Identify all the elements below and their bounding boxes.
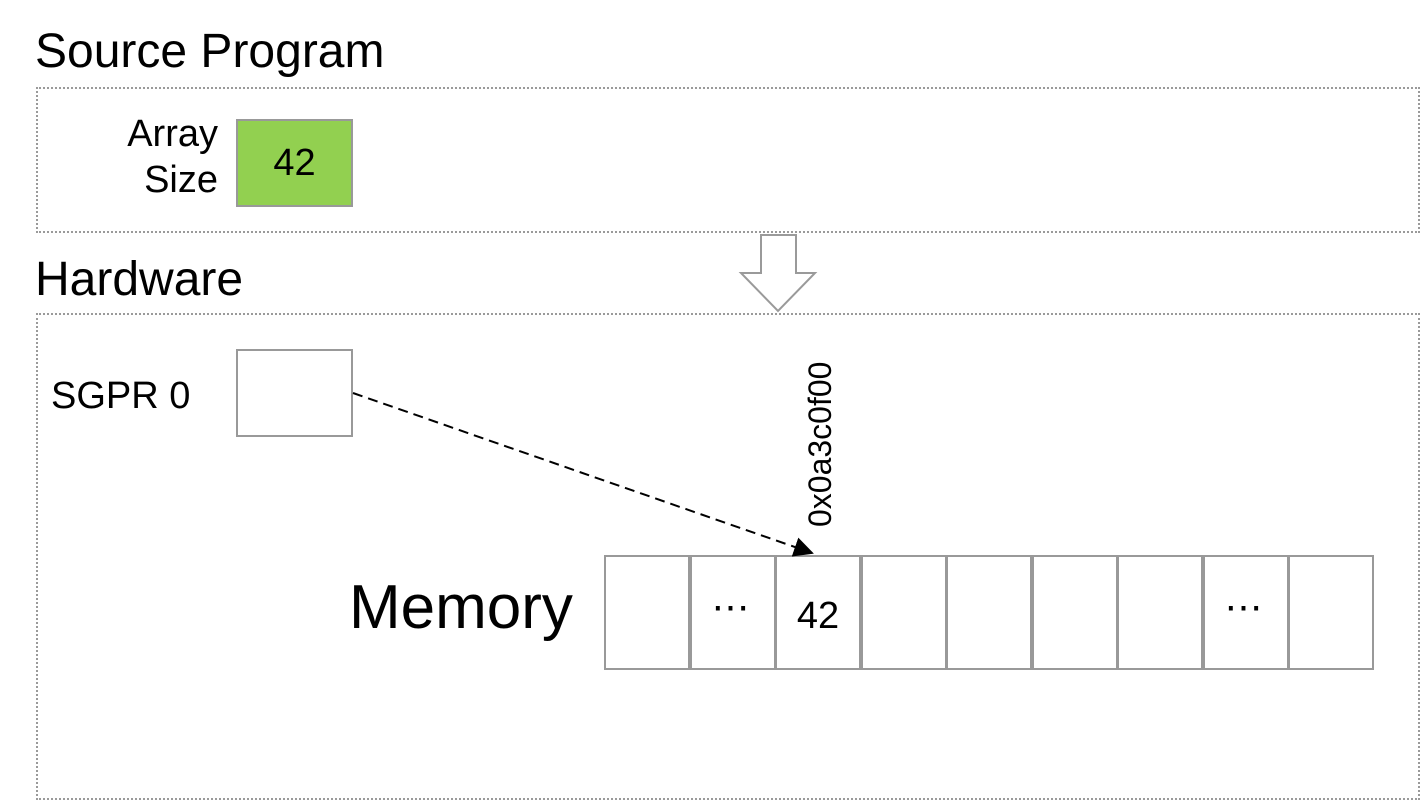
array-size-label-line1: Array — [127, 113, 218, 155]
hardware-panel — [36, 313, 1420, 800]
sgpr-register-box — [236, 349, 353, 437]
array-size-label: Array Size — [108, 112, 218, 203]
memory-cell-highlighted: 42 — [775, 555, 861, 670]
memory-cell — [1288, 555, 1374, 670]
sgpr-label: SGPR 0 — [51, 375, 191, 417]
hardware-title: Hardware — [35, 253, 244, 306]
array-size-label-line2: Size — [144, 158, 218, 201]
memory-cell — [604, 555, 690, 670]
memory-cell — [1031, 555, 1118, 670]
memory-cell — [946, 555, 1032, 670]
memory-cell-ellipsis: ⋯ — [689, 555, 776, 670]
memory-cell — [860, 555, 947, 670]
source-program-title: Source Program — [35, 25, 385, 78]
down-arrow-icon — [738, 234, 818, 313]
pointer-dashed-arrow — [352, 392, 814, 557]
source-program-panel — [36, 87, 1420, 233]
array-size-value-box: 42 — [236, 119, 353, 207]
memory-label: Memory — [349, 573, 573, 642]
memory-cell-ellipsis: ⋯ — [1202, 555, 1289, 670]
memory-cell — [1117, 555, 1203, 670]
